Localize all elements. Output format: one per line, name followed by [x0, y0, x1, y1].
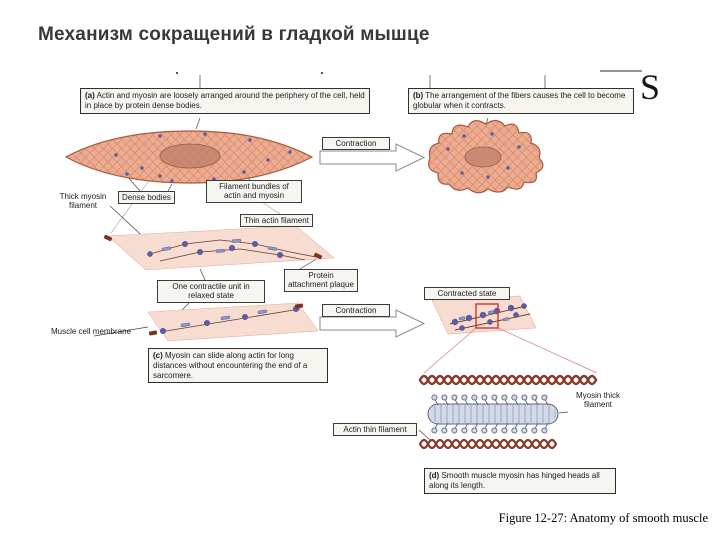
- relaxed-contractile-unit: [147, 302, 319, 342]
- label-contracted-state: Contracted state: [424, 287, 510, 301]
- label-one-contractile-unit: One contractile unit in relaxed state: [157, 280, 265, 303]
- contracted-cell-illustration: [428, 119, 544, 194]
- relaxed-unit-plane: [103, 225, 335, 271]
- panel-b-caption: (b) The arrangement of the fibers causes…: [408, 88, 634, 114]
- panel-d-caption: (d) Smooth muscle myosin has hinged head…: [424, 468, 616, 494]
- actin-filament-top: [418, 374, 598, 386]
- contraction-arrow-top: [319, 143, 426, 172]
- figure-caption: Figure 12-27: Anatomy of smooth muscle: [498, 511, 708, 525]
- panel-a-text: Actin and myosin are loosely arranged ar…: [85, 91, 365, 110]
- dense-body-dots: [114, 132, 292, 183]
- label-actin-thin-filament: Actin thin filament: [333, 423, 417, 437]
- label-contraction-top: Contraction: [322, 137, 390, 151]
- panel-d-tag: (d): [429, 471, 440, 480]
- label-muscle-cell-membrane: Muscle cell membrane: [50, 327, 132, 336]
- panel-c-caption: (c) Myosin can slide along actin for lon…: [148, 348, 328, 384]
- label-filament-bundles: Filament bundles of actin and myosin: [206, 180, 302, 203]
- panel-a-caption: (a) Actin and myosin are loosely arrange…: [80, 88, 370, 114]
- actin-filament-bottom: [418, 438, 558, 450]
- myosin-rods: [161, 238, 278, 253]
- attachment-plaques: [103, 234, 323, 260]
- label-dense-bodies: Dense bodies: [118, 191, 175, 205]
- label-thick-myosin-filament: Thick myosin filament: [59, 192, 107, 211]
- clipped-artifacts: [199, 70, 642, 88]
- slide-title: Механизм сокращений в гладкой мышце: [38, 24, 430, 45]
- panel-a-tag: (a): [85, 91, 95, 100]
- zoom-highlight: [423, 303, 598, 374]
- myosin-thick-filament-illustration: [427, 394, 559, 434]
- relaxed-cell-illustration: [64, 130, 314, 184]
- connector-lines: [93, 117, 569, 442]
- panel-c-tag: (c): [153, 351, 163, 360]
- panel-b-tag: (b): [413, 91, 424, 100]
- contracted-contractile-unit: [431, 295, 537, 335]
- panel-b-text: The arrangement of the fibers causes the…: [413, 91, 626, 110]
- label-myosin-thick-filament: Myosin thick filament: [575, 391, 620, 410]
- label-protein-attachment-plaque: Protein attachment plaque: [284, 269, 358, 292]
- contraction-arrow-bottom: [319, 309, 426, 338]
- label-contraction-bottom: Contraction: [322, 304, 390, 318]
- panel-d-text: Smooth muscle myosin has hinged heads al…: [429, 471, 600, 490]
- panel-c-text: Myosin can slide along actin for long di…: [153, 351, 308, 380]
- clipped-letter: S: [640, 67, 661, 107]
- label-thin-actin-filament: Thin actin filament: [240, 214, 313, 228]
